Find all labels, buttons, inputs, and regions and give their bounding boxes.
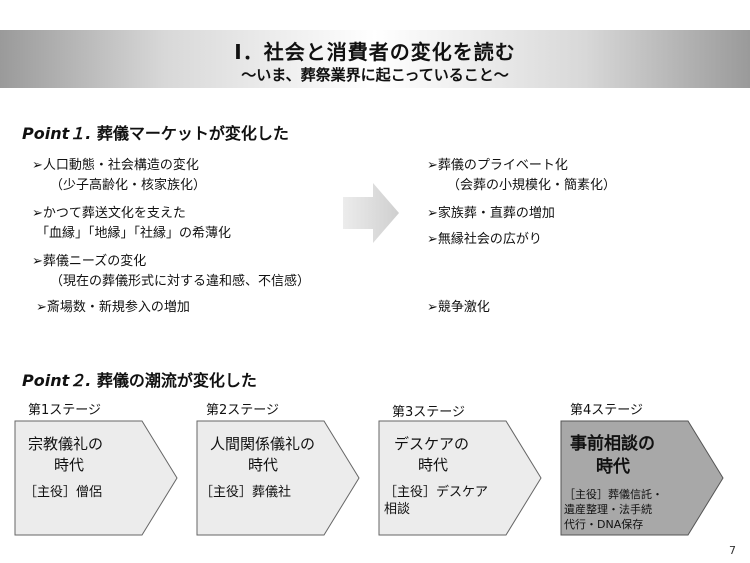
stage-3-role-2: 相談 <box>384 502 411 517</box>
header-banner: Ⅰ．社会と消費者の変化を読む ～いま、葬祭業界に起こっていること～ <box>0 30 750 88</box>
point1-label: Point１. <box>22 124 92 143</box>
stage-2-shape <box>196 420 360 536</box>
point1-right-item-4: ➢競争激化 <box>427 300 490 315</box>
stage-4-chevron: 事前相談の 時代 ［主役］葬儀信託・ 遺産整理・法手続 代行・DNA保存 <box>560 420 725 536</box>
stage-2-chevron: 人間関係儀礼の 時代 ［主役］葬儀社 <box>196 420 361 536</box>
transition-arrow-icon <box>343 183 399 243</box>
point1-right-item-2: ➢家族葬・直葬の増加 <box>427 206 555 221</box>
point1-right-item-1: ➢葬儀のプライベート化 （会葬の小規模化・簡素化） <box>427 158 617 193</box>
stage-4-label: 第4ステージ <box>570 403 644 418</box>
stage-3-role-1: ［主役］デスケア <box>384 485 489 500</box>
stage-3-chevron: デスケアの 時代 ［主役］デスケア 相談 <box>378 420 543 536</box>
stage-2-name-1: 人間関係儀礼の <box>210 435 316 453</box>
stage-4-name-1: 事前相談の <box>570 434 655 454</box>
point2-title: 葬儀の潮流が変化した <box>96 371 257 390</box>
point1-heading: Point１. 葬儀マーケットが変化した <box>22 120 289 144</box>
stage-4-name-2: 時代 <box>596 457 630 477</box>
point1-left-item-3: ➢葬儀ニーズの変化 （現在の葬儀形式に対する違和感、不信感） <box>32 254 311 289</box>
stage-1-chevron: 宗教儀礼の 時代 ［主役］僧侶 <box>14 420 179 536</box>
page-number: 7 <box>729 544 736 557</box>
stage-4-shape <box>560 420 724 536</box>
point1-right-item-3: ➢無縁社会の広がり <box>427 232 542 247</box>
stage-3-shape <box>378 420 542 536</box>
stage-4-role-3: 代行・DNA保存 <box>564 518 644 531</box>
stage-3-label: 第3ステージ <box>392 405 466 420</box>
point1-left-item-2: ➢かつて葬送文化を支えた 「血縁」「地縁」「社縁」の希薄化 <box>32 206 232 241</box>
stage-2-name-2: 時代 <box>248 456 279 474</box>
stage-2-label: 第2ステージ <box>206 403 280 418</box>
point2-heading: Point２. 葬儀の潮流が変化した <box>22 367 257 391</box>
stage-1-name-1: 宗教儀礼の <box>28 435 104 453</box>
point1-title: 葬儀マーケットが変化した <box>96 124 289 143</box>
stage-1-label: 第1ステージ <box>28 403 102 418</box>
stage-4-role-1: ［主役］葬儀信託・ <box>564 488 663 501</box>
point1-left-item-4: ➢斎場数・新規参入の増加 <box>36 300 190 315</box>
stage-3-name-1: デスケアの <box>394 435 470 453</box>
point2-label: Point２. <box>22 371 92 390</box>
stage-1-role: ［主役］僧侶 <box>24 485 103 500</box>
stage-4-role-2: 遺産整理・法手続 <box>564 503 652 516</box>
point1-left-item-1: ➢人口動態・社会構造の変化 （少子高齢化・核家族化） <box>32 158 207 193</box>
stage-1-name-2: 時代 <box>54 456 85 474</box>
stage-3-name-2: 時代 <box>418 456 449 474</box>
page-title: Ⅰ．社会と消費者の変化を読む <box>234 40 516 64</box>
stage-2-role: ［主役］葬儀社 <box>200 485 292 500</box>
page-subtitle: ～いま、葬祭業界に起こっていること～ <box>241 66 509 84</box>
stage-1-shape <box>14 420 178 536</box>
